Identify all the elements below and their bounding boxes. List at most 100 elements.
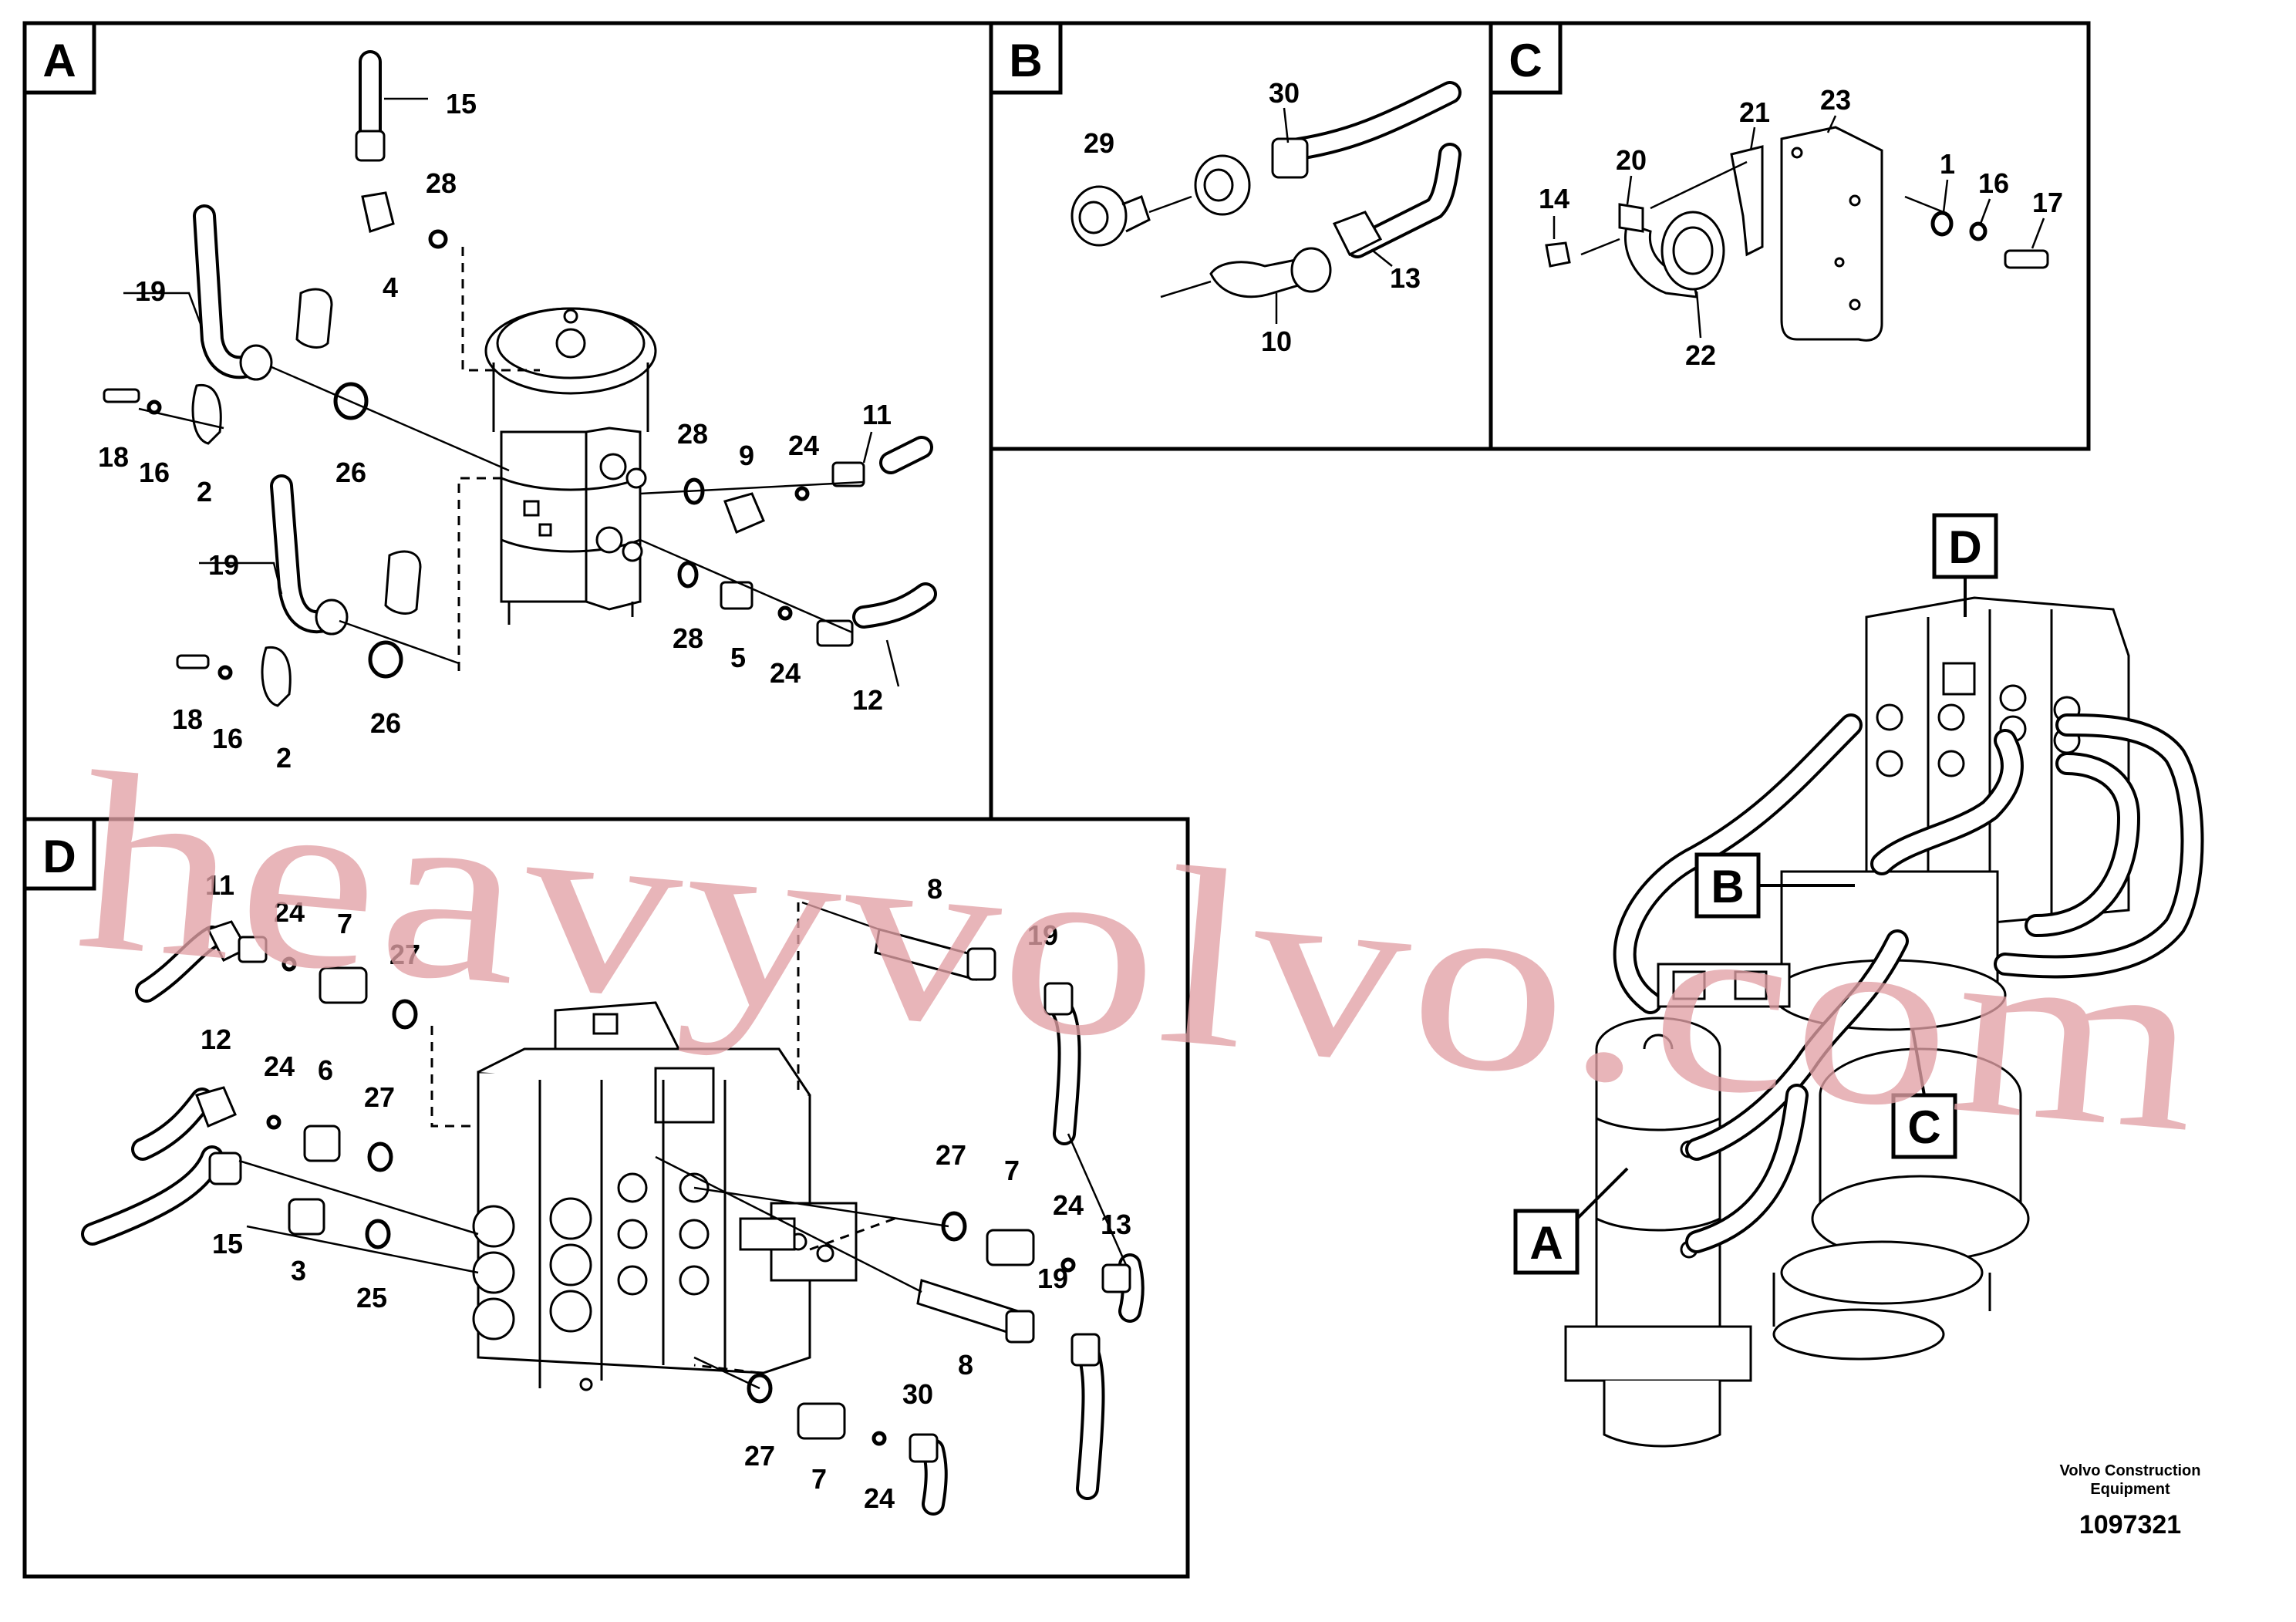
panel-c-frame [1489, 21, 2091, 451]
overview-callout-c: C [1891, 1029, 1957, 1159]
label-26: 26 [335, 457, 366, 488]
fitting-15 [355, 130, 386, 162]
bolt-17 [2004, 249, 2049, 269]
control-valve [472, 1001, 858, 1391]
label-19: 19 [1037, 1263, 1068, 1294]
panel-a-letter: A [42, 35, 76, 86]
label-6: 6 [318, 1054, 333, 1086]
fitting-10 [1209, 257, 1313, 298]
svg-text:B: B [1711, 861, 1744, 912]
label-25: 25 [356, 1282, 387, 1313]
label-17: 17 [2032, 187, 2063, 218]
panel-b-labels: 29 30 10 13 [1084, 77, 1421, 357]
svg-text:A: A [1529, 1217, 1563, 1269]
overview-callout-b: B [1694, 852, 1855, 919]
panel-b-drawing [1070, 81, 1462, 298]
label-27: 27 [389, 939, 420, 970]
pipe-8-lower [916, 1279, 1020, 1336]
label-12: 12 [852, 684, 883, 716]
label-27: 27 [364, 1081, 395, 1113]
label-13: 13 [1390, 262, 1421, 294]
label-24: 24 [864, 1482, 895, 1514]
overview-callout-d: D [1932, 513, 1998, 617]
adapter-7c [797, 1402, 846, 1440]
label-21: 21 [1739, 96, 1770, 128]
label-18: 18 [172, 703, 203, 735]
footer: Volvo Construction Equipment 1097321 [2060, 1462, 2201, 1539]
panel-d-letter: D [42, 831, 76, 882]
label-8: 8 [958, 1349, 973, 1381]
panel-a-drawing [103, 50, 937, 707]
label-27: 27 [936, 1139, 966, 1171]
label-29: 29 [1084, 127, 1114, 159]
label-23: 23 [1820, 84, 1851, 116]
label-24: 24 [274, 896, 305, 928]
adapter-7a [319, 966, 368, 1004]
label-24: 24 [770, 657, 801, 689]
label-24: 24 [788, 430, 819, 461]
label-7: 7 [811, 1463, 827, 1495]
svg-text:C: C [1907, 1101, 1940, 1153]
panel-d-drawing [81, 901, 1145, 1516]
label-28: 28 [426, 167, 457, 199]
adapter-6 [303, 1125, 341, 1162]
label-7: 7 [337, 908, 352, 939]
label-28: 28 [673, 622, 703, 654]
label-15: 15 [446, 88, 477, 120]
panel-c-letter: C [1509, 35, 1542, 86]
label-24: 24 [1053, 1189, 1084, 1221]
label-5: 5 [730, 642, 746, 673]
label-14: 14 [1539, 183, 1569, 214]
panel-a-letter-box: A [22, 21, 96, 95]
adapter-3 [288, 1198, 325, 1236]
label-16: 16 [1978, 167, 2009, 199]
label-1: 1 [1940, 148, 1955, 180]
label-13: 13 [1101, 1209, 1131, 1240]
label-3: 3 [291, 1255, 306, 1286]
label-19: 19 [1027, 919, 1058, 951]
panel-b-frame [989, 21, 1493, 451]
swivel-joint [484, 307, 657, 625]
label-18: 18 [98, 441, 129, 473]
label-2: 2 [276, 742, 292, 774]
label-19: 19 [135, 275, 166, 307]
company-name-line1: Volvo Construction [2060, 1462, 2201, 1479]
label-11: 11 [205, 869, 234, 901]
label-20: 20 [1616, 144, 1647, 176]
overview-callout-a: A [1513, 1167, 1629, 1275]
label-9: 9 [739, 440, 754, 471]
svg-text:D: D [1948, 521, 1981, 573]
panel-frames [22, 21, 2091, 1579]
panel-d-letter-box: D [22, 817, 96, 891]
adapter-7b [986, 1229, 1035, 1266]
label-2: 2 [197, 476, 212, 508]
label-26: 26 [370, 707, 401, 739]
panel-c-drawing [1545, 126, 2049, 342]
label-7: 7 [1004, 1155, 1020, 1186]
panel-d-frame [22, 817, 1190, 1579]
label-27: 27 [744, 1440, 775, 1472]
label-8: 8 [927, 873, 942, 905]
label-16: 16 [212, 723, 243, 754]
plate-21 [1730, 145, 1764, 257]
label-11: 11 [862, 399, 892, 430]
label-22: 22 [1685, 339, 1716, 371]
panel-a-labels: 15 28 4 19 18 16 2 26 28 9 24 11 19 18 1… [98, 88, 892, 774]
label-16: 16 [139, 457, 170, 488]
bracket-23 [1780, 126, 1883, 342]
label-28: 28 [677, 418, 708, 450]
panel-b-letter-box: B [989, 21, 1063, 95]
label-19: 19 [208, 549, 239, 581]
elbow-4 [361, 191, 395, 233]
label-30: 30 [902, 1378, 933, 1410]
panel-d-labels: 11 24 7 27 8 19 12 24 6 27 15 3 25 27 7 … [201, 869, 1131, 1514]
clamp-2b [261, 646, 292, 707]
clamp-half-b [384, 550, 422, 615]
label-30: 30 [1269, 77, 1300, 109]
panel-c-letter-box: C [1489, 21, 1563, 95]
panel-c-labels: 14 20 21 23 22 1 16 17 [1539, 84, 2063, 371]
drawing-number: 1097321 [2079, 1510, 2181, 1539]
clamp-half-a [295, 288, 333, 349]
